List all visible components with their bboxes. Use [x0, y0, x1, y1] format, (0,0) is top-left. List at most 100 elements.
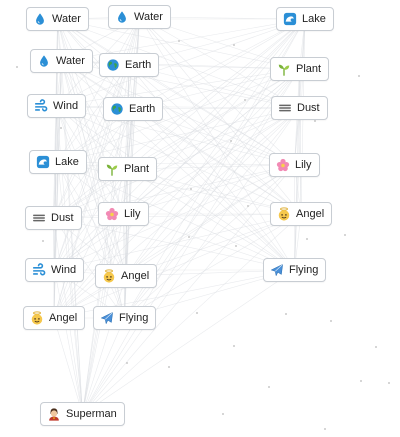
connection-line	[125, 107, 300, 277]
connection-line	[54, 164, 295, 271]
globe-icon	[110, 102, 124, 116]
connection-line	[57, 161, 295, 166]
element-water[interactable]: Water	[26, 7, 89, 31]
element-wind[interactable]: Wind	[25, 258, 85, 282]
element-lily[interactable]: Lily	[269, 153, 320, 177]
fog-icon	[32, 211, 46, 225]
background-dot	[324, 428, 326, 430]
water-drop-icon	[33, 12, 47, 26]
element-earth[interactable]: Earth	[99, 53, 160, 77]
connection-line	[53, 68, 300, 219]
connection-line	[57, 18, 300, 70]
flower-icon	[276, 158, 290, 172]
element-wind[interactable]: Wind	[27, 94, 87, 118]
connection-line	[82, 108, 134, 415]
element-flying[interactable]: Flying	[263, 258, 327, 282]
connection-line	[53, 213, 302, 219]
background-dot	[247, 205, 249, 207]
water-drop-icon	[37, 54, 51, 68]
airplane-icon	[100, 311, 114, 325]
wind-icon	[32, 263, 46, 277]
element-lily[interactable]: Lily	[98, 202, 149, 226]
element-label: Earth	[125, 59, 152, 71]
seedling-icon	[105, 162, 119, 176]
wind-icon	[34, 99, 48, 113]
element-flying[interactable]: Flying	[93, 306, 157, 330]
element-label: Water	[52, 13, 81, 25]
background-dot	[196, 312, 198, 314]
connection-line	[53, 269, 295, 319]
element-label: Lake	[302, 13, 326, 25]
background-dot	[233, 345, 235, 347]
connection-line	[53, 60, 62, 219]
connection-line	[128, 64, 302, 215]
background-dot	[188, 236, 190, 238]
connection-line	[124, 164, 295, 319]
connection-line	[61, 18, 306, 62]
connection-line	[57, 18, 302, 215]
connection-line	[57, 107, 300, 163]
element-earth[interactable]: Earth	[103, 97, 164, 121]
element-water[interactable]: Water	[30, 49, 93, 73]
connection-line	[139, 16, 295, 166]
connection-line	[53, 168, 128, 319]
element-lake[interactable]: Lake	[29, 150, 87, 174]
element-dust[interactable]: Dust	[271, 96, 328, 120]
connection-line	[294, 18, 306, 166]
element-angel[interactable]: Angel	[270, 202, 333, 226]
connection-line	[56, 105, 300, 109]
background-dot	[190, 188, 192, 190]
connection-line	[57, 18, 295, 271]
element-label: Dust	[297, 102, 320, 114]
connection-line	[54, 105, 57, 271]
element-plant[interactable]: Plant	[98, 157, 158, 181]
element-superman[interactable]: Superman	[40, 402, 125, 426]
connection-line	[57, 18, 300, 109]
connection-line	[61, 60, 295, 271]
background-dot	[306, 238, 308, 240]
background-dot	[42, 240, 44, 242]
element-plant[interactable]: Plant	[270, 57, 330, 81]
connection-line	[54, 108, 134, 271]
element-water[interactable]: Water	[108, 5, 171, 29]
connection-line	[57, 18, 306, 163]
connection-line	[56, 105, 295, 271]
background-dot	[230, 140, 232, 142]
connection-line	[124, 168, 128, 319]
connection-line	[54, 269, 83, 415]
connection-line	[56, 68, 300, 107]
element-label: Angel	[49, 312, 78, 324]
background-dot	[285, 313, 287, 315]
element-label: Water	[134, 11, 163, 23]
element-angel[interactable]: Angel	[23, 306, 86, 330]
background-dot	[358, 75, 360, 77]
background-dot	[233, 44, 235, 46]
connection-line	[57, 161, 83, 415]
connection-line	[294, 107, 300, 271]
element-label: Dust	[51, 212, 74, 224]
element-label: Wind	[53, 100, 79, 112]
background-dot	[360, 380, 362, 382]
connection-line	[57, 18, 295, 166]
element-label: Lily	[295, 159, 312, 171]
connection-line	[53, 164, 295, 319]
connection-line	[53, 164, 295, 219]
connection-line	[82, 275, 127, 415]
background-dot	[126, 362, 128, 364]
connection-line	[299, 68, 302, 215]
connection-line	[56, 105, 127, 277]
connection-line	[56, 105, 302, 215]
superman-icon	[47, 407, 61, 421]
element-dust[interactable]: Dust	[25, 206, 82, 230]
connection-line	[132, 108, 295, 271]
element-lake[interactable]: Lake	[276, 7, 334, 31]
element-label: Superman	[66, 408, 117, 420]
element-angel[interactable]: Angel	[95, 264, 158, 288]
connection-line	[53, 217, 295, 271]
connection-line	[61, 60, 300, 70]
connection-line	[82, 269, 295, 415]
background-dot	[330, 320, 332, 322]
connection-line	[61, 60, 302, 215]
angel-icon	[277, 207, 291, 221]
